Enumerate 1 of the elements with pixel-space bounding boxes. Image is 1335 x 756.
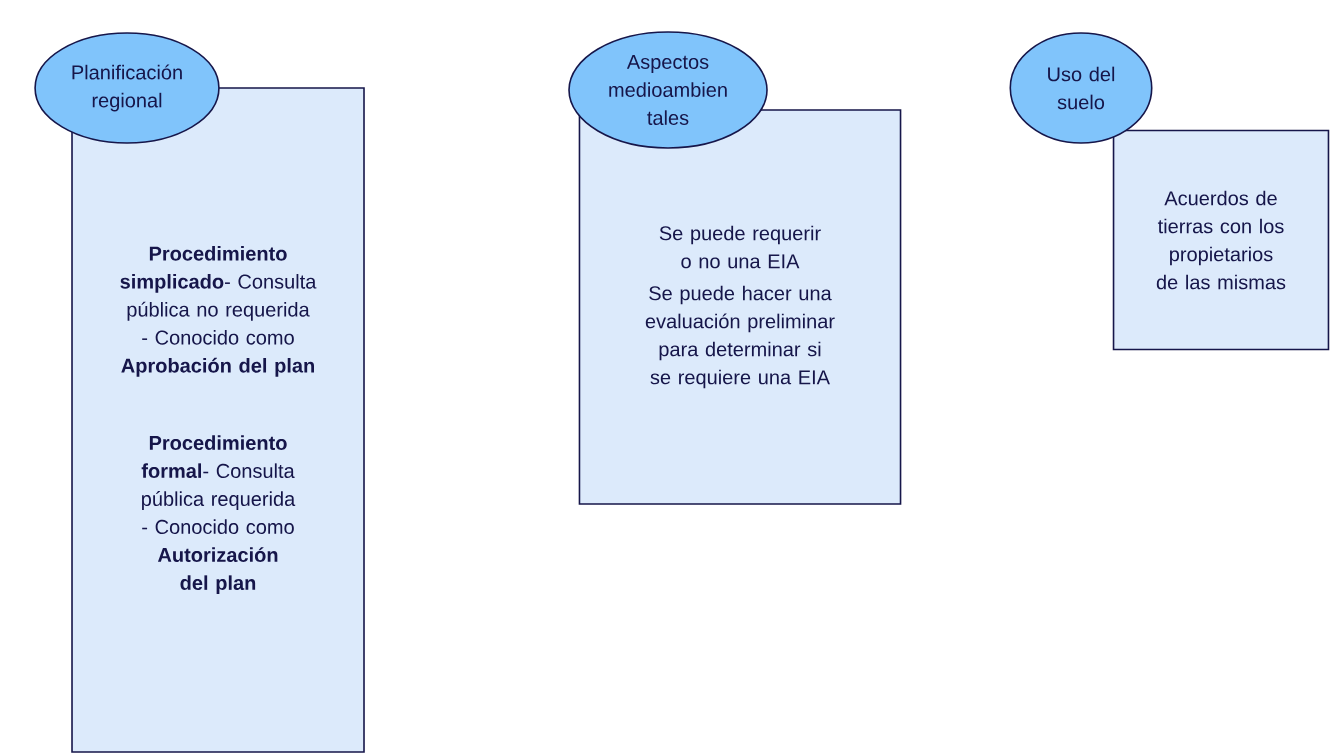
text-box: Acuerdos de tierras con los propietarios de las mismas xyxy=(1112,129,1330,351)
